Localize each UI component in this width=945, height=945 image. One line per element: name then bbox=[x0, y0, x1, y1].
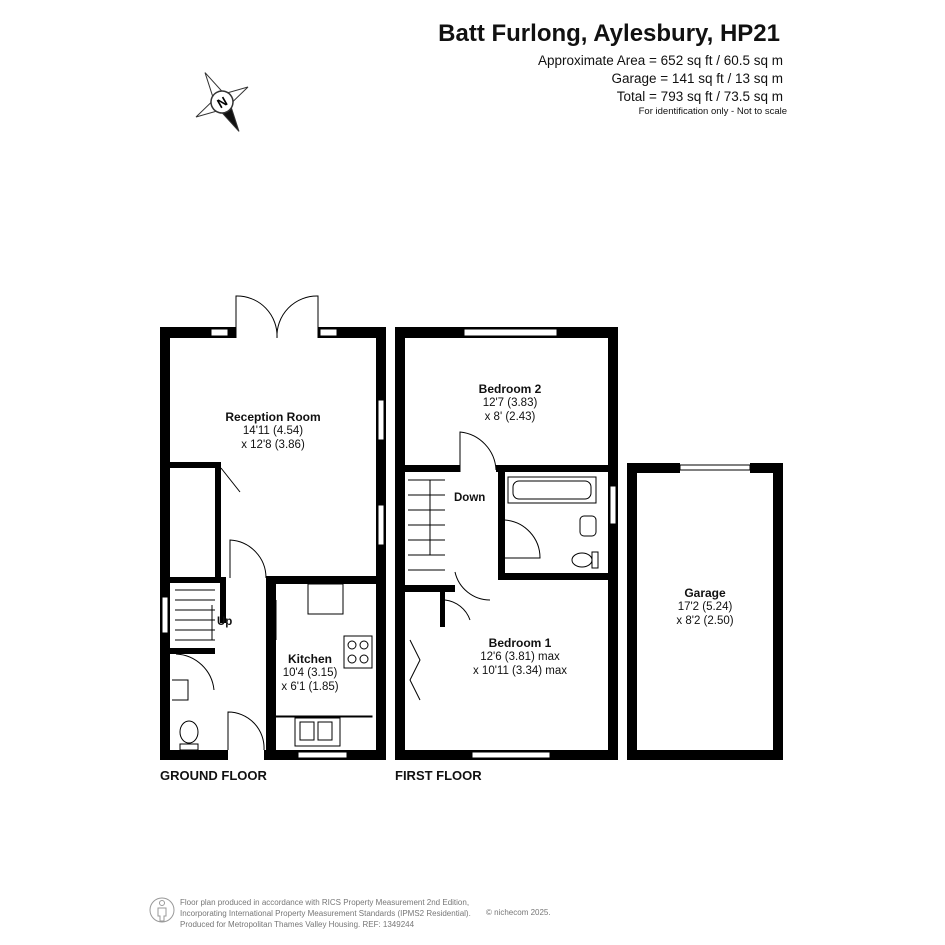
garage bbox=[627, 463, 783, 760]
stairs-up-label: Up bbox=[217, 616, 233, 628]
approximate-area: Approximate Area = 652 sq ft / 60.5 sq m bbox=[537, 53, 783, 68]
copyright: © nichecom 2025. bbox=[486, 908, 551, 917]
room-dim: 12'7 (3.83) bbox=[482, 397, 538, 409]
footer-line: Produced for Metropolitan Thames Valley … bbox=[180, 920, 415, 929]
room-dim: 14'11 (4.54) bbox=[242, 425, 304, 437]
stairs-down-label: Down bbox=[454, 492, 486, 504]
room-name: Garage bbox=[684, 586, 726, 600]
bedroom-2-label: Bedroom 2 12'7 (3.83) x 8' (2.43) bbox=[470, 382, 550, 424]
room-dim: x 10'11 (3.34) max bbox=[472, 665, 568, 677]
room-dim: x 6'1 (1.85) bbox=[281, 681, 339, 693]
first-floor-windows bbox=[463, 328, 617, 759]
room-name: Bedroom 2 bbox=[478, 382, 542, 396]
room-dim: x 8' (2.43) bbox=[484, 411, 536, 423]
room-dim: 10'4 (3.15) bbox=[282, 667, 338, 679]
garage-label: Garage 17'2 (5.24) x 8'2 (2.50) bbox=[665, 586, 745, 628]
ground-floor-label: GROUND FLOOR bbox=[160, 768, 267, 783]
room-dim: x 12'8 (3.86) bbox=[241, 439, 305, 451]
room-dim: x 8'2 (2.50) bbox=[676, 615, 734, 627]
garage-area: Garage = 141 sq ft / 13 sq m bbox=[611, 71, 783, 86]
compass-icon bbox=[195, 72, 249, 132]
ground-floor-doors bbox=[172, 295, 373, 751]
total-area: Total = 793 sq ft / 73.5 sq m bbox=[616, 89, 783, 104]
first-floor-label: FIRST FLOOR bbox=[395, 768, 482, 783]
room-name: Bedroom 1 bbox=[488, 636, 552, 650]
ground-floor-walls bbox=[160, 327, 386, 760]
footer-line: Floor plan produced in accordance with R… bbox=[180, 898, 470, 907]
scale-note: For identification only - Not to scale bbox=[638, 106, 787, 117]
reception-room-label: Reception Room 14'11 (4.54) x 12'8 (3.86… bbox=[213, 410, 333, 452]
room-dim: 17'2 (5.24) bbox=[677, 601, 733, 613]
property-title: Batt Furlong, Aylesbury, HP21 bbox=[438, 20, 780, 47]
first-floor-fixtures bbox=[408, 431, 599, 701]
room-name: Reception Room bbox=[225, 410, 321, 424]
kitchen-label: Kitchen 10'4 (3.15) x 6'1 (1.85) bbox=[270, 652, 350, 694]
ground-floor-windows bbox=[161, 328, 385, 759]
bedroom-1-label: Bedroom 1 12'6 (3.81) max x 10'11 (3.34)… bbox=[460, 636, 580, 678]
footer-logo-icon bbox=[149, 897, 175, 923]
room-dim: 12'6 (3.81) max bbox=[480, 651, 560, 663]
room-name: Kitchen bbox=[287, 652, 332, 666]
footer-line: Incorporating International Property Mea… bbox=[180, 909, 471, 918]
footer-text: Floor plan produced in accordance with R… bbox=[180, 897, 471, 930]
